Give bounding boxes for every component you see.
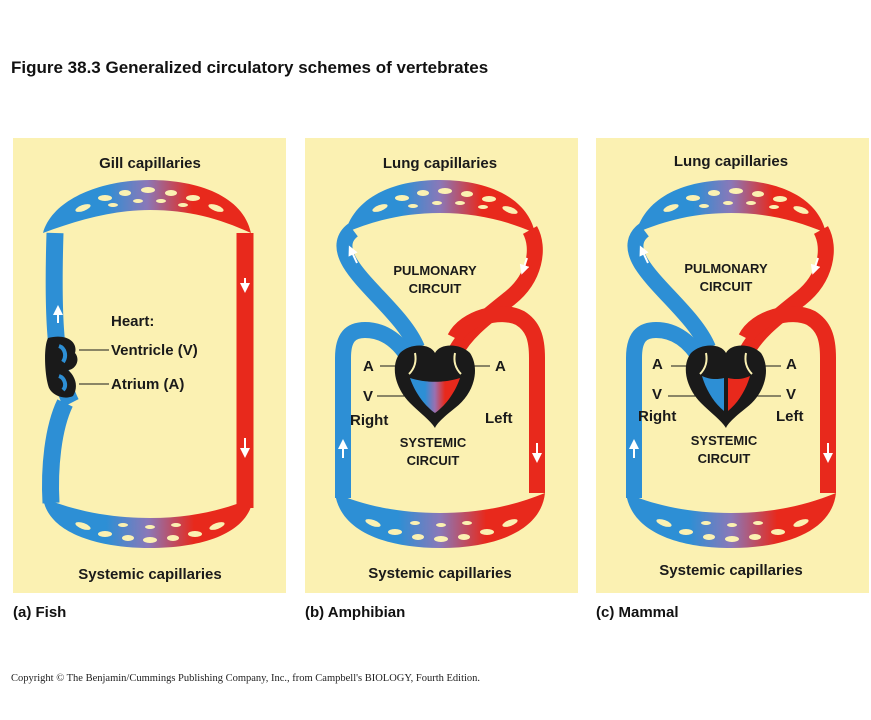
mammal-pulmonary-line2: circuit bbox=[700, 279, 753, 294]
mammal-systemic-capillary-bed bbox=[626, 493, 836, 548]
amphibian-atrium-right: A bbox=[495, 358, 506, 375]
amphibian-systemic-artery bbox=[447, 306, 545, 493]
mammal-diagram: Lung capillaries Systemic capillaries Pu… bbox=[626, 153, 836, 579]
amphibian-pulmonary-artery bbox=[336, 223, 425, 352]
amphibian-atrium-left: A bbox=[363, 358, 374, 375]
mammal-systemic-line2: circuit bbox=[698, 451, 751, 466]
caption-fish: (a) Fish bbox=[13, 604, 67, 621]
amphibian-top-label: Lung capillaries bbox=[383, 155, 497, 172]
amphibian-systemic-capillary-bed bbox=[335, 493, 545, 548]
copyright-notice: Copyright © The Benjamin/Cummings Publis… bbox=[11, 673, 481, 684]
mammal-top-label: Lung capillaries bbox=[674, 153, 788, 170]
amphibian-systemic-line2: circuit bbox=[407, 453, 460, 468]
amphibian-heart bbox=[394, 345, 475, 428]
mammal-atrium-left: A bbox=[652, 356, 663, 373]
amphibian-pulmonary-line2: circuit bbox=[409, 281, 462, 296]
amphibian-bottom-label: Systemic capillaries bbox=[368, 565, 511, 582]
amphibian-pulmonary-vein bbox=[447, 226, 543, 357]
mammal-pulmonary-line1: Pulmonary bbox=[684, 261, 768, 276]
amphibian-lung-capillary-bed bbox=[345, 180, 535, 233]
mammal-arrow-pulmonary-up bbox=[639, 245, 649, 264]
panel-amphibian: Lung capillaries Systemic capillaries Pu… bbox=[305, 138, 578, 593]
panel-fish: Gill capillaries Systemic capillaries He… bbox=[13, 138, 286, 593]
mammal-systemic-artery bbox=[738, 306, 836, 493]
amphibian-ventricle: V bbox=[363, 388, 373, 405]
amphibian-right-label: Right bbox=[350, 412, 388, 429]
ventricle-label: Ventricle (V) bbox=[111, 342, 198, 359]
amphibian-pulmonary-line1: Pulmonary bbox=[393, 263, 477, 278]
mammal-heart bbox=[685, 345, 766, 428]
fish-systemic-capillary-bed bbox=[43, 498, 253, 548]
mammal-systemic-line1: Systemic bbox=[691, 433, 758, 448]
mammal-ventricle-left: V bbox=[652, 386, 662, 403]
mammal-pulmonary-artery bbox=[627, 223, 716, 352]
mammal-atrium-right: A bbox=[786, 356, 797, 373]
mammal-bottom-label: Systemic capillaries bbox=[659, 562, 802, 579]
caption-amphibian: (b) Amphibian bbox=[305, 604, 406, 621]
amphibian-diagram: Lung capillaries Systemic capillaries Pu… bbox=[335, 155, 545, 582]
mammal-arrow-pulmonary-down bbox=[810, 257, 821, 275]
mammal-systemic-vein bbox=[626, 321, 708, 498]
arrow-pulmonary-up bbox=[348, 245, 358, 264]
gill-capillary-bed bbox=[43, 180, 251, 233]
figure-title: Figure 38.3 Generalized circulatory sche… bbox=[11, 58, 489, 77]
mammal-pulmonary-vein bbox=[738, 226, 834, 357]
fish-vessel-return bbox=[42, 399, 73, 504]
amphibian-left-label: Left bbox=[485, 410, 513, 427]
amphibian-systemic-line1: Systemic bbox=[400, 435, 467, 450]
atrium-label: Atrium (A) bbox=[111, 376, 184, 393]
mammal-ventricle-right: V bbox=[786, 386, 796, 403]
mammal-left-label: Left bbox=[776, 408, 804, 425]
caption-mammal: (c) Mammal bbox=[596, 604, 679, 621]
fish-diagram: Gill capillaries Systemic capillaries He… bbox=[42, 155, 254, 583]
mammal-lung-capillary-bed bbox=[636, 180, 826, 233]
fish-heart bbox=[45, 336, 78, 398]
arrow-pulmonary-down bbox=[519, 257, 530, 275]
amphibian-systemic-vein bbox=[335, 321, 417, 498]
heart-label: Heart: bbox=[111, 313, 154, 330]
mammal-right-label: Right bbox=[638, 408, 676, 425]
fish-top-label: Gill capillaries bbox=[99, 155, 201, 172]
fish-bottom-label: Systemic capillaries bbox=[78, 566, 221, 583]
panel-mammal: Lung capillaries Systemic capillaries Pu… bbox=[596, 138, 869, 593]
